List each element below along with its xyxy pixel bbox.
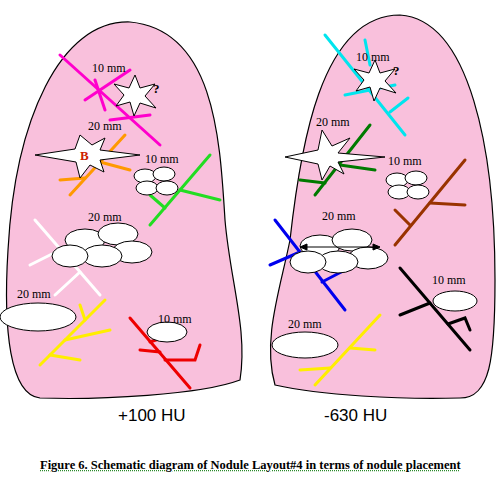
- vessels: [30, 35, 470, 388]
- size-label: 20 mm: [17, 288, 51, 300]
- dimension-arrow: [300, 244, 380, 250]
- right-lung: [270, 15, 495, 398]
- question-mark: ?: [393, 64, 400, 77]
- left-lung: [7, 22, 242, 398]
- size-label: 10 mm: [356, 51, 390, 63]
- figure-caption: Figure 6. Schematic diagram of Nodule La…: [40, 459, 461, 472]
- size-label: 20 mm: [88, 211, 122, 223]
- question-mark: ?: [153, 82, 160, 95]
- density-label: +100 HU: [118, 407, 186, 424]
- size-label: 10 mm: [388, 155, 422, 167]
- nodules: [0, 60, 477, 358]
- size-label: 20 mm: [88, 120, 122, 132]
- size-label: 10 mm: [145, 153, 179, 165]
- size-label: 20 mm: [322, 210, 356, 222]
- size-label: 20 mm: [288, 318, 322, 330]
- size-label: 10 mm: [158, 313, 192, 325]
- density-label: -630 HU: [324, 407, 387, 424]
- size-label: 20 mm: [316, 116, 350, 128]
- size-label: 10 mm: [92, 62, 126, 74]
- nodule-letter: B: [80, 149, 89, 162]
- size-label: 10 mm: [432, 274, 466, 286]
